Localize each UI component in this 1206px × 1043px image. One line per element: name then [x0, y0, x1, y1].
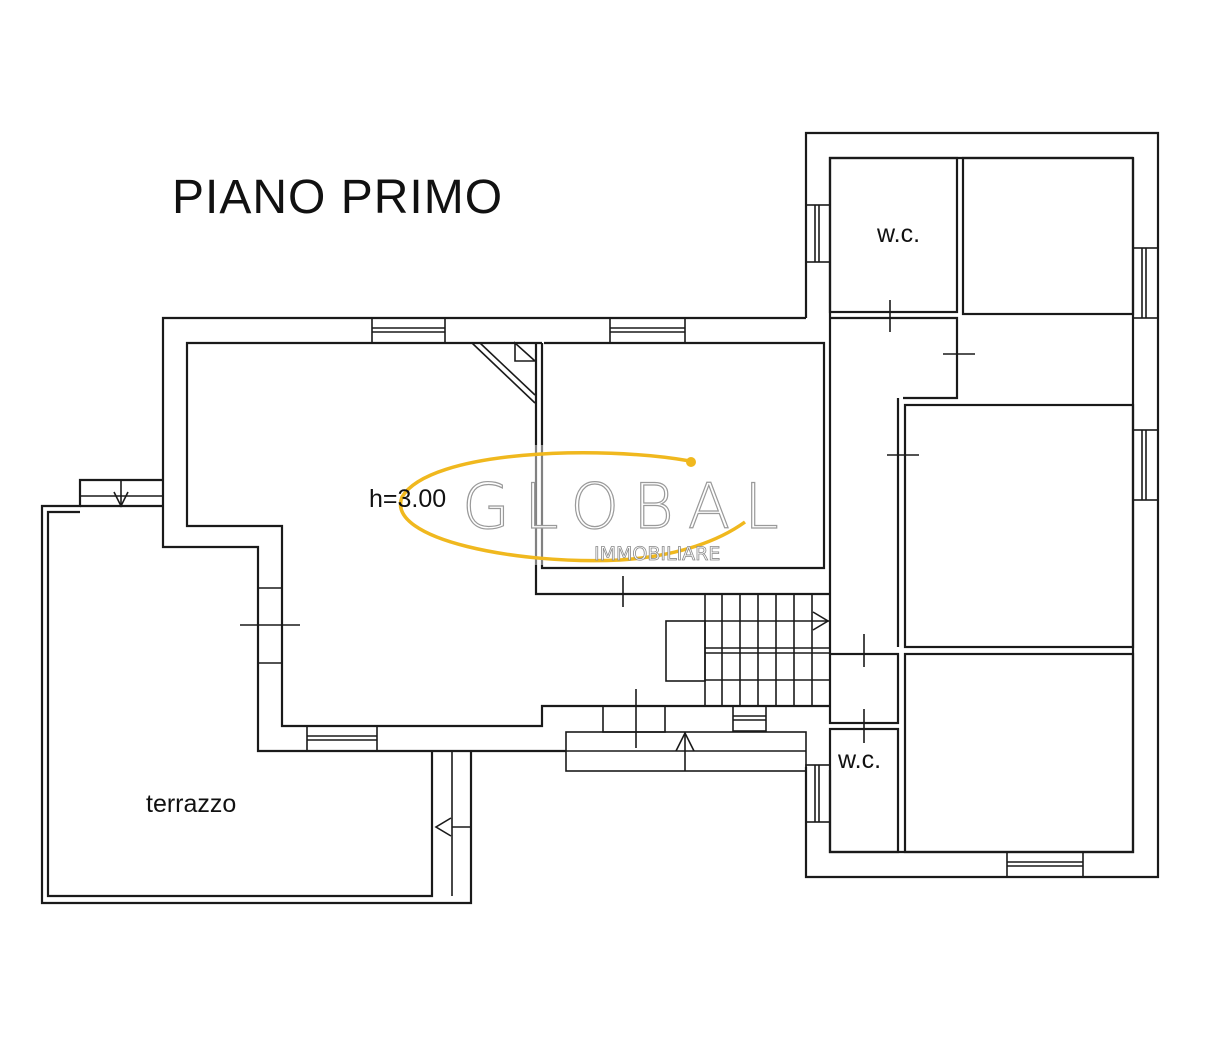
bedroom-bottom-right — [903, 652, 1135, 854]
diagonal-fixture — [471, 341, 538, 404]
watermark-logo — [395, 445, 747, 565]
watermark-subtitle: IMMOBILIARE — [594, 543, 721, 566]
terrace-walls — [40, 478, 473, 905]
door-markers — [240, 300, 975, 748]
wc-bottom-label: w.c. — [838, 746, 882, 774]
terrace-label: terrazzo — [146, 790, 237, 818]
staircase — [565, 593, 831, 772]
floor-title: PIANO PRIMO — [172, 171, 504, 224]
windows — [306, 204, 1159, 878]
watermark-brand: GLOBAL — [461, 469, 793, 543]
bedroom-middle-right — [903, 403, 1135, 649]
ceiling-height-label: h=3.00 — [369, 485, 447, 513]
wc-top-label: w.c. — [877, 220, 921, 248]
bedroom-top-right — [961, 156, 1135, 316]
